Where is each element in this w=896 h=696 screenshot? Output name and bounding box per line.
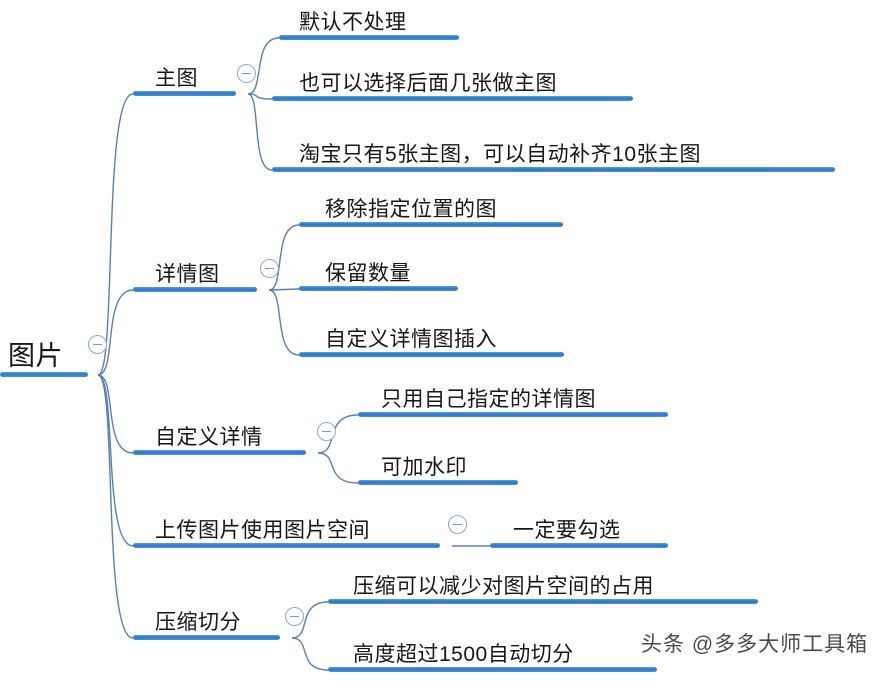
leaf-node-3-0[interactable]: 一定要勾选 — [490, 508, 688, 548]
branch-node-3-underline — [133, 543, 440, 548]
leaf-node-4-0-underline — [328, 599, 758, 604]
branch-node-2[interactable]: 自定义详情 — [133, 415, 326, 455]
leaf-node-1-0[interactable]: 移除指定位置的图 — [299, 187, 583, 227]
branch-node-0-underline — [133, 91, 236, 96]
leaf-node-4-1-underline — [328, 667, 657, 672]
leaf-node-4-1[interactable]: 高度超过1500自动切分 — [328, 632, 677, 672]
branch-collapse-toggle-icon-1[interactable] — [260, 259, 279, 278]
root-node[interactable]: 图片 — [0, 337, 108, 377]
leaf-node-1-0-underline — [299, 222, 563, 227]
leaf-node-1-2[interactable]: 自定义详情图插入 — [299, 317, 584, 357]
branch-node-3[interactable]: 上传图片使用图片空间 — [133, 508, 460, 548]
branch-node-2-label: 自定义详情 — [155, 426, 263, 449]
leaf-node-0-1[interactable]: 也可以选择后面几张做主图 — [272, 61, 653, 101]
branch-node-1-label: 详情图 — [155, 263, 220, 286]
branch-collapse-toggle-icon-3[interactable] — [448, 515, 467, 534]
leaf-node-2-1-underline — [358, 480, 518, 485]
leaf-node-1-1-underline — [299, 286, 458, 291]
leaf-node-2-0-label: 只用自己指定的详情图 — [381, 388, 596, 411]
leaf-node-1-2-underline — [299, 352, 564, 357]
leaf-node-2-0[interactable]: 只用自己指定的详情图 — [358, 377, 688, 417]
watermark: 头条 @多多大师工具箱 — [641, 633, 869, 656]
connector-line — [97, 93, 134, 376]
branch-node-0[interactable]: 主图 — [133, 56, 256, 96]
root-node-underline — [0, 372, 88, 377]
branch-node-4-underline — [133, 635, 280, 640]
leaf-node-0-2-underline — [272, 167, 835, 172]
leaf-node-0-2[interactable]: 淘宝只有5张主图，可以自动补齐10张主图 — [272, 132, 855, 172]
leaf-node-0-0-label: 默认不处理 — [299, 11, 407, 34]
leaf-node-4-0[interactable]: 压缩可以减少对图片空间的占用 — [328, 564, 778, 604]
leaf-node-4-1-label: 高度超过1500自动切分 — [353, 643, 574, 666]
leaf-node-3-0-underline — [490, 543, 668, 548]
connector-line — [291, 637, 329, 671]
branch-collapse-toggle-icon-0[interactable] — [237, 64, 256, 83]
leaf-node-2-1[interactable]: 可加水印 — [358, 445, 538, 485]
branch-collapse-toggle-icon-4[interactable] — [285, 607, 304, 626]
branch-node-4[interactable]: 压缩切分 — [133, 600, 300, 640]
connector-line — [97, 374, 134, 639]
leaf-node-1-2-label: 自定义详情图插入 — [325, 328, 497, 351]
leaf-node-0-0[interactable]: 默认不处理 — [279, 0, 479, 40]
leaf-node-2-1-label: 可加水印 — [381, 456, 467, 479]
branch-node-3-label: 上传图片使用图片空间 — [155, 519, 370, 542]
branch-node-0-label: 主图 — [155, 67, 198, 90]
root-node-label: 图片 — [8, 341, 63, 371]
leaf-node-0-0-underline — [279, 35, 459, 40]
leaf-node-1-1[interactable]: 保留数量 — [299, 251, 478, 291]
branch-node-4-label: 压缩切分 — [155, 611, 241, 634]
branch-collapse-toggle-icon-2[interactable] — [317, 422, 336, 441]
leaf-node-2-0-underline — [358, 412, 668, 417]
leaf-node-3-0-label: 一定要勾选 — [513, 519, 621, 542]
leaf-node-0-1-label: 也可以选择后面几张做主图 — [299, 72, 557, 95]
branch-node-2-underline — [133, 450, 306, 455]
leaf-node-1-0-label: 移除指定位置的图 — [325, 198, 497, 221]
connector-line — [317, 452, 359, 484]
branch-node-1[interactable]: 详情图 — [133, 252, 277, 292]
root-collapse-toggle-icon[interactable] — [88, 335, 107, 354]
connector-line — [268, 289, 300, 356]
connector-line — [247, 93, 273, 171]
leaf-node-4-0-label: 压缩可以减少对图片空间的占用 — [353, 575, 654, 598]
branch-node-1-underline — [133, 287, 257, 292]
leaf-node-0-1-underline — [272, 96, 633, 101]
connector-line — [97, 374, 134, 454]
leaf-node-1-1-label: 保留数量 — [325, 262, 411, 285]
connector-line — [97, 374, 134, 547]
leaf-node-0-2-label: 淘宝只有5张主图，可以自动补齐10张主图 — [299, 143, 702, 166]
